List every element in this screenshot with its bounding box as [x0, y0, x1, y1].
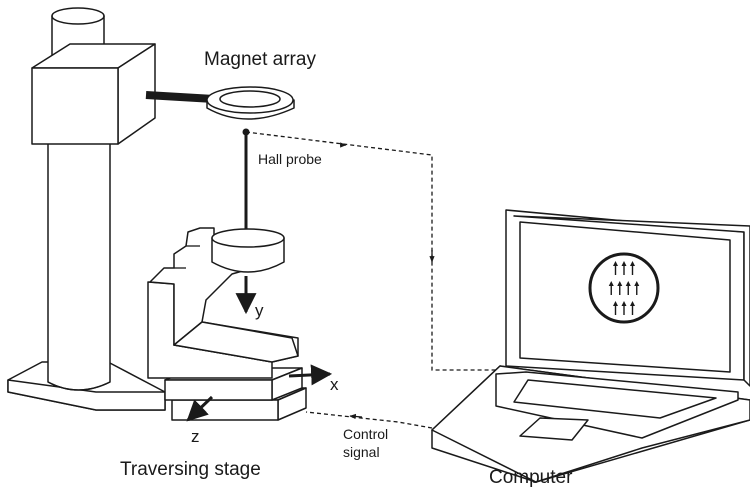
- stand-column: [47, 131, 111, 391]
- screen-arrow-field: [608, 261, 640, 315]
- field-up-arrowhead: [608, 281, 614, 286]
- field-up-arrowhead: [613, 301, 618, 306]
- control-signal-label-line1: Control: [343, 426, 389, 442]
- control-signal-line: [305, 411, 433, 429]
- field-up-arrowhead: [630, 261, 635, 266]
- holder-arm: [145, 91, 215, 103]
- magnet-array-label: Magnet array: [204, 49, 316, 70]
- y-axis-label: y: [255, 301, 264, 320]
- hall-probe-signal-line: [245, 131, 498, 371]
- x-axis-arrow: [288, 364, 333, 386]
- x-axis-label: x: [330, 375, 339, 394]
- hall-probe-label: Hall probe: [258, 151, 322, 167]
- z-axis-label: z: [191, 427, 200, 446]
- field-up-arrowhead: [617, 281, 623, 286]
- z-axis-arrow: [186, 395, 214, 422]
- magnet-array: [206, 86, 295, 120]
- field-up-arrowhead: [625, 281, 631, 286]
- field-up-arrowhead: [634, 281, 640, 286]
- probe-holder-puck: [211, 228, 285, 273]
- field-up-arrowhead: [621, 261, 627, 266]
- laptop-computer: [431, 209, 750, 483]
- field-up-arrowhead: [630, 301, 635, 306]
- screen-field-plot: [588, 252, 660, 324]
- control-signal-label-line2: signal: [343, 444, 380, 460]
- axis-arrows: [186, 276, 333, 422]
- holder-block: [31, 43, 156, 145]
- field-up-arrowhead: [621, 301, 627, 306]
- traversing-stage-label: Traversing stage: [120, 459, 261, 480]
- field-up-arrowhead: [613, 261, 618, 266]
- computer-label: Computer: [489, 467, 573, 488]
- hall-probe: [242, 128, 250, 230]
